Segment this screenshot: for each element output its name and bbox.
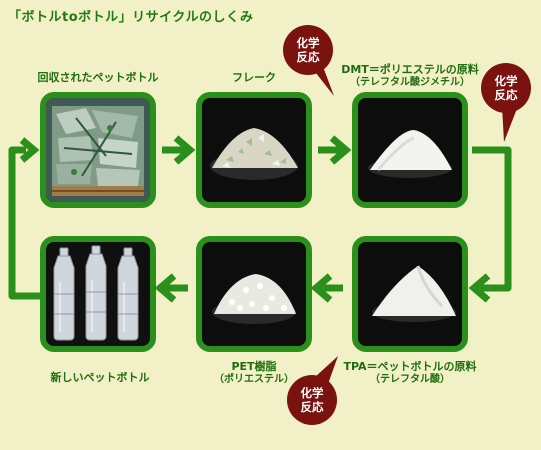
step-label-new-bottles: 新しいペットボトル	[30, 371, 170, 384]
step-image-dmt	[352, 92, 468, 208]
step-label-text: フレーク	[232, 71, 276, 84]
arrow-dmt-to-tpa	[472, 146, 512, 292]
step-image-tpa	[352, 236, 468, 352]
chevron-right-icon	[173, 135, 196, 165]
step-label-text: DMT＝ポリエステルの原料	[341, 63, 479, 76]
step-label-dmt: DMT＝ポリエステルの原料 （テレフタル酸ジメチル）	[336, 63, 484, 89]
bottle-bale-image	[46, 98, 150, 202]
reaction-bubble-3: 化学 反応	[286, 356, 346, 428]
page-title: 「ボトルtoボトル」リサイクルのしくみ	[8, 10, 254, 25]
step-label-subtext: （テレフタル酸）	[370, 374, 450, 385]
reaction-text: 化学 反応	[494, 74, 518, 102]
chevron-right-icon	[329, 135, 352, 165]
chevron-left-icon	[154, 273, 177, 303]
chevron-left-icon	[468, 273, 491, 303]
speech-bubble-icon	[481, 63, 531, 142]
step-label-subtext: （ポリエステル）	[214, 374, 294, 385]
step-image-collected-bottles	[40, 92, 156, 208]
speech-bubble-icon	[287, 356, 338, 425]
step-image-new-bottles	[40, 236, 156, 352]
step-label-subtext: （テレフタル酸ジメチル）	[350, 77, 470, 88]
step-label-text: PET樹脂	[231, 360, 277, 373]
step-image-pet-resin	[196, 236, 312, 352]
reaction-bubble-2: 化学 反応	[480, 62, 540, 144]
arrow-bottle-to-bale	[8, 146, 40, 300]
step-label-text: 回収されたペットボトル	[37, 71, 159, 84]
step-label-tpa: TPA＝ペットボトルの原料 （テレフタル酸）	[336, 360, 484, 386]
step-label-collected-bottles: 回収されたペットボトル	[26, 71, 170, 84]
chevron-left-icon	[310, 273, 333, 303]
chevron-right-icon	[19, 137, 40, 163]
white-powder-image	[358, 242, 462, 346]
step-label-flakes: フレーク	[196, 71, 312, 84]
speech-bubble-icon	[283, 25, 334, 96]
step-label-text: TPA＝ペットボトルの原料	[343, 360, 477, 373]
reaction-bubble-1: 化学 反応	[282, 24, 340, 98]
step-label-text: 新しいペットボトル	[50, 371, 150, 384]
new-bottles-image	[46, 242, 150, 346]
resin-pellets-image	[202, 242, 306, 346]
flake-pile-image	[202, 98, 306, 202]
step-label-pet-resin: PET樹脂 （ポリエステル）	[196, 360, 312, 386]
reaction-text: 化学 反応	[296, 36, 320, 64]
step-image-flakes	[196, 92, 312, 208]
white-powder-image	[358, 98, 462, 202]
reaction-text: 化学 反応	[300, 386, 324, 414]
